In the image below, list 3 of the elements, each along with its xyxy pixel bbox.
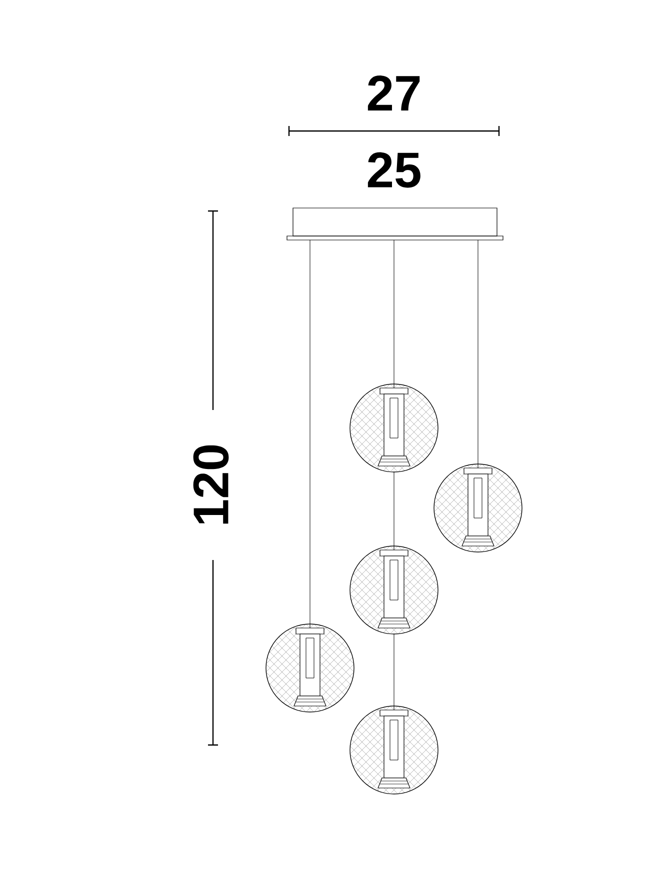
dimension-label: 25	[368, 152, 420, 188]
dimension-label: 120	[193, 445, 229, 524]
dimension-label: 27	[368, 76, 420, 110]
